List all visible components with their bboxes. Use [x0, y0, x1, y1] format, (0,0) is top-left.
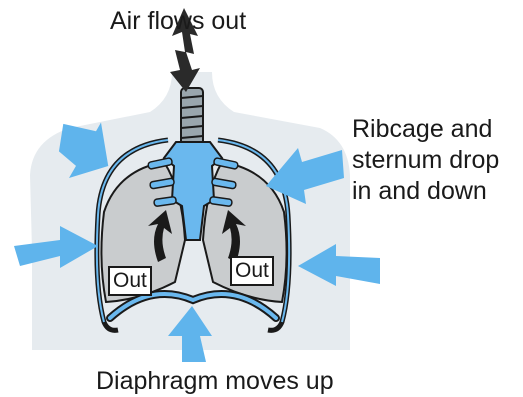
- diaphragm-moves-up-label: Diaphragm moves up: [96, 366, 334, 396]
- air-flows-out-label: Air flows out: [110, 6, 246, 36]
- ribcage-label-line1: Ribcage and: [352, 114, 492, 145]
- ribcage-label-line3: in and down: [352, 176, 487, 207]
- left-out-label: Out: [108, 266, 152, 296]
- ribcage-label-line2: sternum drop: [352, 145, 499, 176]
- right-out-label: Out: [230, 256, 274, 286]
